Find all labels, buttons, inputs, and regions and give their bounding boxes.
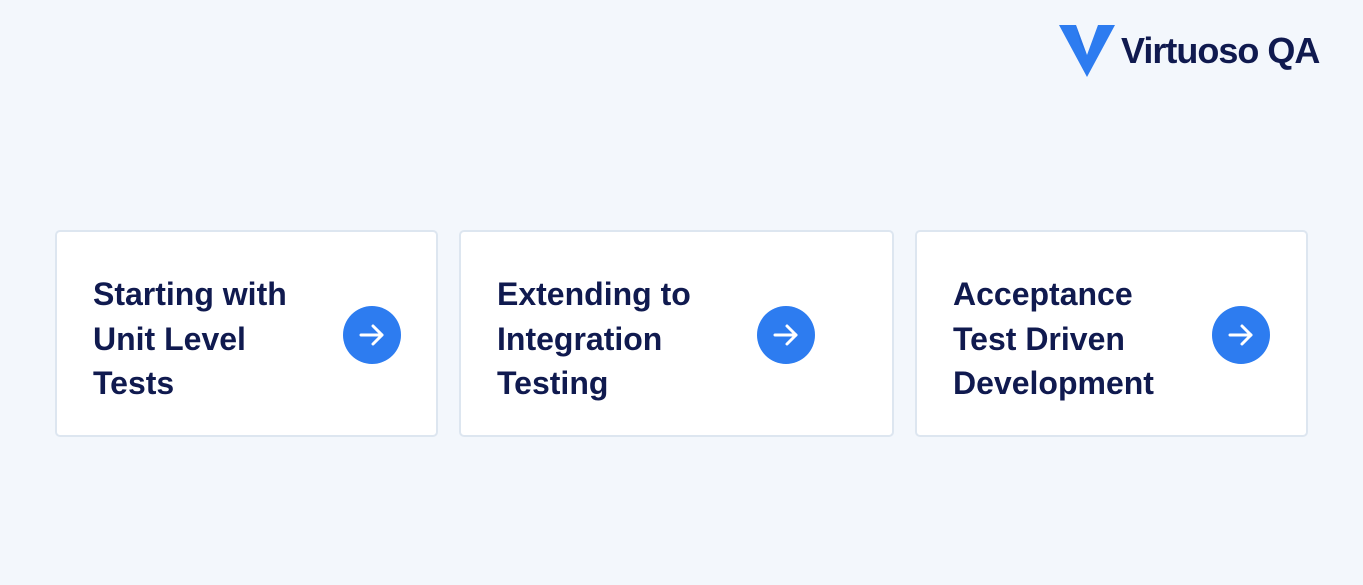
card-acceptance-test-driven-development[interactable]: Acceptance Test Driven Development — [915, 230, 1308, 437]
card-integration-testing[interactable]: Extending to Integration Testing — [459, 230, 894, 437]
card-title-line: Testing — [497, 365, 609, 401]
card-title-line: Extending to — [497, 276, 691, 312]
card-title-line: Starting with — [93, 276, 287, 312]
v-logo-icon — [1059, 25, 1115, 77]
card-title: Acceptance Test Driven Development — [953, 272, 1154, 406]
brand-logo[interactable]: Virtuoso QA — [1059, 25, 1320, 77]
card-title-line: Tests — [93, 365, 175, 401]
arrow-right-icon — [1228, 324, 1253, 346]
card-title: Extending to Integration Testing — [497, 272, 691, 406]
card-title-line: Unit Level — [93, 320, 246, 357]
card-title-line: Acceptance — [953, 276, 1133, 312]
arrow-right-icon — [773, 324, 798, 346]
card-title-line: Development — [953, 365, 1154, 401]
card-title-line: Test Driven — [953, 320, 1125, 357]
card-unit-level-tests[interactable]: Starting with Unit Level Tests — [55, 230, 438, 437]
arrow-right-icon — [359, 324, 384, 346]
brand-name: Virtuoso QA — [1121, 30, 1320, 71]
card-arrow-button[interactable] — [1212, 306, 1270, 364]
card-title: Starting with Unit Level Tests — [93, 272, 287, 406]
card-arrow-button[interactable] — [343, 306, 401, 364]
card-title-line: Integration — [497, 320, 663, 357]
card-arrow-button[interactable] — [757, 306, 815, 364]
